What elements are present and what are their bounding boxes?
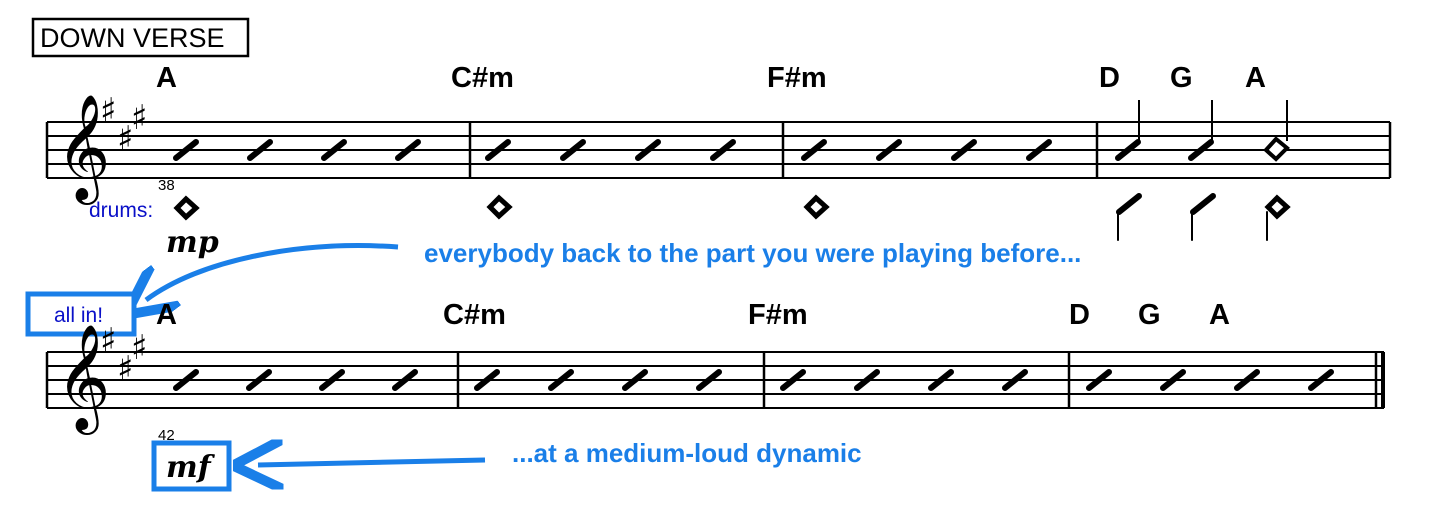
- chord-symbol: A: [156, 299, 177, 331]
- slash-notehead-icon: [1002, 369, 1028, 391]
- treble-clef-icon: 𝄞: [56, 323, 110, 435]
- sharp-icon: ♯: [131, 98, 147, 138]
- slash-notes: [173, 139, 1214, 161]
- chord-symbol: D: [1069, 299, 1090, 331]
- slash-notehead-icon: [854, 369, 880, 391]
- barlines: [45, 352, 1378, 408]
- drum-cue-slashes: [1116, 193, 1268, 241]
- arrow-icon: [258, 460, 486, 465]
- chord-symbol: C#m: [451, 62, 514, 94]
- diamond-notehead-icon: [486, 194, 513, 220]
- slash-notehead-icon: [485, 139, 511, 161]
- dynamic-highlight-box: [151, 440, 232, 492]
- chord-symbol: F#m: [767, 62, 827, 94]
- slash-notehead-icon: [474, 369, 500, 391]
- chord-symbol: D: [1099, 62, 1120, 94]
- barlines: [45, 122, 1392, 178]
- sharp-icon: ♯: [117, 119, 133, 159]
- staff-lines: [47, 351, 1384, 409]
- slash-notehead-icon: [1188, 139, 1214, 161]
- chord-symbol: G: [1170, 62, 1193, 94]
- annotation-dynamic: ...at a medium-loud dynamic: [512, 438, 862, 468]
- drum-cues: [173, 194, 1291, 221]
- slash-notehead-icon: [247, 139, 273, 161]
- system-2: all in! 𝄞 ♯ ♯ ♯ A C#m F#m D G: [25, 291, 1385, 492]
- sharp-icon: ♯: [117, 349, 133, 389]
- all-in-label: all in!: [54, 304, 103, 327]
- annotation-back-to-part: everybody back to the part you were play…: [424, 238, 1081, 268]
- chord-symbol: F#m: [748, 299, 808, 331]
- rehearsal-mark-box: [31, 17, 250, 58]
- slash-notehead-icon: [696, 369, 722, 391]
- diamond-notehead-icon: [173, 195, 200, 221]
- slash-notehead-icon: [560, 139, 586, 161]
- chord-symbol: A: [156, 62, 177, 94]
- note-stems: [1138, 100, 1288, 142]
- slash-notehead-icon: [1086, 369, 1112, 391]
- chord-symbol: C#m: [443, 299, 506, 331]
- slash-notehead-icon: [1026, 139, 1052, 161]
- dynamic-marking: mp: [166, 225, 219, 260]
- slash-notehead-icon: [928, 369, 954, 391]
- slash-notehead-icon: [173, 139, 199, 161]
- slash-notehead-icon: [548, 369, 574, 391]
- slash-notehead-icon: [635, 139, 661, 161]
- key-signature: ♯ ♯ ♯: [100, 91, 147, 159]
- sharp-icon: ♯: [131, 328, 147, 368]
- treble-clef-icon: 𝄞: [56, 93, 110, 205]
- slash-notehead-icon: [392, 369, 418, 391]
- slash-notehead-icon: [1160, 369, 1186, 391]
- rehearsal-mark: DOWN VERSE: [40, 23, 225, 53]
- half-slash-notehead-icon: [1263, 136, 1290, 162]
- slash-notehead-icon: [780, 369, 806, 391]
- chord-symbol: A: [1245, 62, 1266, 94]
- slash-notehead-icon: [951, 139, 977, 161]
- slash-notehead-icon: [1308, 369, 1334, 391]
- slash-notehead-icon: [1115, 139, 1141, 161]
- slash-notehead-icon: [876, 139, 902, 161]
- key-signature: ♯ ♯ ♯: [100, 321, 147, 389]
- slash-notehead-icon: [710, 139, 736, 161]
- chord-symbol: A: [1209, 299, 1230, 331]
- chord-symbol: G: [1138, 299, 1161, 331]
- all-in-box: [25, 291, 137, 337]
- slash-notehead-icon: [321, 139, 347, 161]
- slash-notehead-icon: [395, 139, 421, 161]
- staff-lines: [47, 121, 1390, 179]
- slash-notehead-icon: [319, 369, 345, 391]
- drums-label: drums:: [89, 199, 153, 222]
- slash-notes: [173, 369, 1334, 391]
- dynamic-marking: mf: [166, 450, 216, 485]
- slash-notehead-icon: [801, 139, 827, 161]
- diamond-notehead-icon: [803, 194, 830, 220]
- slash-notehead-icon: [622, 369, 648, 391]
- slash-notehead-icon: [1234, 369, 1260, 391]
- sharp-icon: ♯: [100, 321, 116, 361]
- system-1: 𝄞 ♯ ♯ ♯ A C#m F#m D G A: [45, 62, 1392, 260]
- measure-number: 38: [158, 177, 175, 194]
- diamond-notehead-icon: [1264, 194, 1291, 220]
- slash-notehead-icon: [173, 369, 199, 391]
- sharp-icon: ♯: [100, 91, 116, 131]
- arrow-icon: [146, 243, 399, 300]
- measure-number: 42: [158, 427, 175, 444]
- slash-notehead-icon: [246, 369, 272, 391]
